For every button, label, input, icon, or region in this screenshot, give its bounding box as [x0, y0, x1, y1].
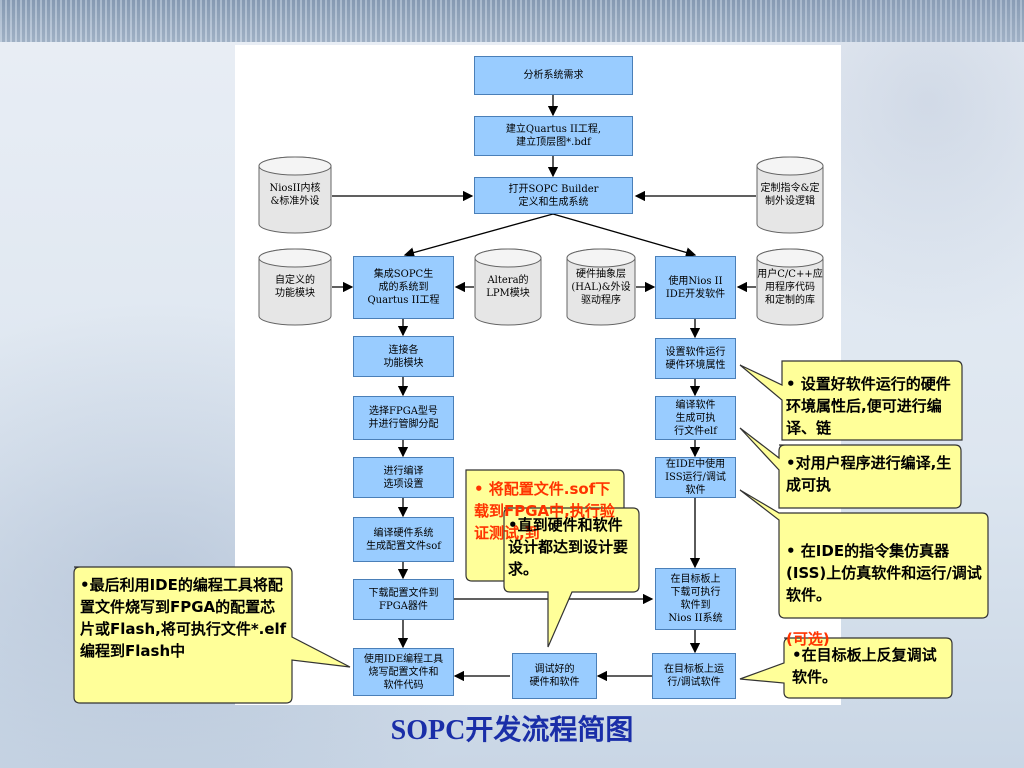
callout-iss-optional: (可选)	[786, 630, 830, 648]
box-sopc-builder: 打开SOPC Builder 定义和生成系统	[474, 177, 633, 214]
box-nios-ide: 使用Nios II IDE开发软件	[655, 256, 736, 319]
callout-design-done: •直到硬件和软件设计都达到设计要求。	[508, 516, 629, 578]
box-compile-options: 进行编译 选项设置	[353, 457, 454, 498]
box-connect-modules: 连接各 功能模块	[353, 336, 454, 377]
cylinder-nios-core: NiosII内核 &标准外设	[258, 156, 332, 234]
database-icon	[756, 156, 824, 234]
box-ide-burn: 使用IDE编程工具 烧写配置文件和 软件代码	[353, 648, 454, 696]
box-target-run: 在目标板上运 行/调试软件	[652, 653, 736, 699]
box-integrate: 集成SOPC生 成的系统到 Quartus II工程	[353, 256, 454, 319]
database-icon	[566, 248, 636, 326]
box-download-fpga: 下载配置文件到 FPGA器件	[353, 579, 454, 620]
cylinder-custom-func: 自定义的 功能模块	[258, 248, 332, 326]
cylinder-altera-lpm: Altera的 LPM模块	[474, 248, 542, 326]
database-icon	[258, 248, 332, 326]
callout-ide-burn: •最后利用IDE的编程工具将配置文件烧写到FPGA的配置芯片或Flash,将可执…	[80, 576, 287, 660]
box-debugged: 调试好的 硬件和软件	[512, 653, 597, 699]
callout-compile-sw: •对用户程序进行编译,生成可执	[786, 454, 952, 494]
database-icon	[474, 248, 542, 326]
box-compile-software: 编译软件 生成可执 行文件elf	[655, 396, 736, 440]
database-icon	[258, 156, 332, 234]
top-decor-band	[0, 0, 1024, 42]
box-quartus-project: 建立Quartus II工程, 建立顶层图*.bdf	[474, 116, 633, 156]
cylinder-hal: 硬件抽象层 (HAL)&外设 驱动程序	[566, 248, 636, 326]
callout-iss: • 在IDE的指令集仿真器(ISS)上仿真软件和运行/调试软件。 (可选)	[786, 518, 984, 648]
database-icon	[756, 248, 824, 326]
box-analyze: 分析系统需求	[474, 56, 633, 95]
page-title: SOPC开发流程简图	[390, 715, 634, 746]
cylinder-user-code: 用户C/C++应 用程序代码 和定制的库	[756, 248, 824, 326]
cylinder-custom-instr: 定制指令&定 制外设逻辑	[756, 156, 824, 234]
callout-target-debug: •在目标板上反复调试软件。	[792, 646, 937, 686]
box-fpga-pin: 选择FPGA型号 并进行管脚分配	[353, 396, 454, 440]
box-iss-debug: 在IDE中使用 ISS运行/调试 软件	[655, 457, 736, 498]
callout-download-sof: • 将配置文件.sof下载到FPGA中,执行验证测试,到	[474, 480, 615, 542]
callout-sw-env: • 设置好软件运行的硬件环境属性后,便可进行编译、链	[786, 375, 951, 437]
box-compile-hardware: 编译硬件系统 生成配置文件sof	[353, 517, 454, 562]
box-sw-env: 设置软件运行 硬件环境属性	[655, 338, 736, 379]
box-target-download: 在目标板上 下载可执行 软件到 Nios II系统	[655, 568, 736, 630]
callout-iss-text: • 在IDE的指令集仿真器(ISS)上仿真软件和运行/调试软件。	[786, 542, 982, 604]
